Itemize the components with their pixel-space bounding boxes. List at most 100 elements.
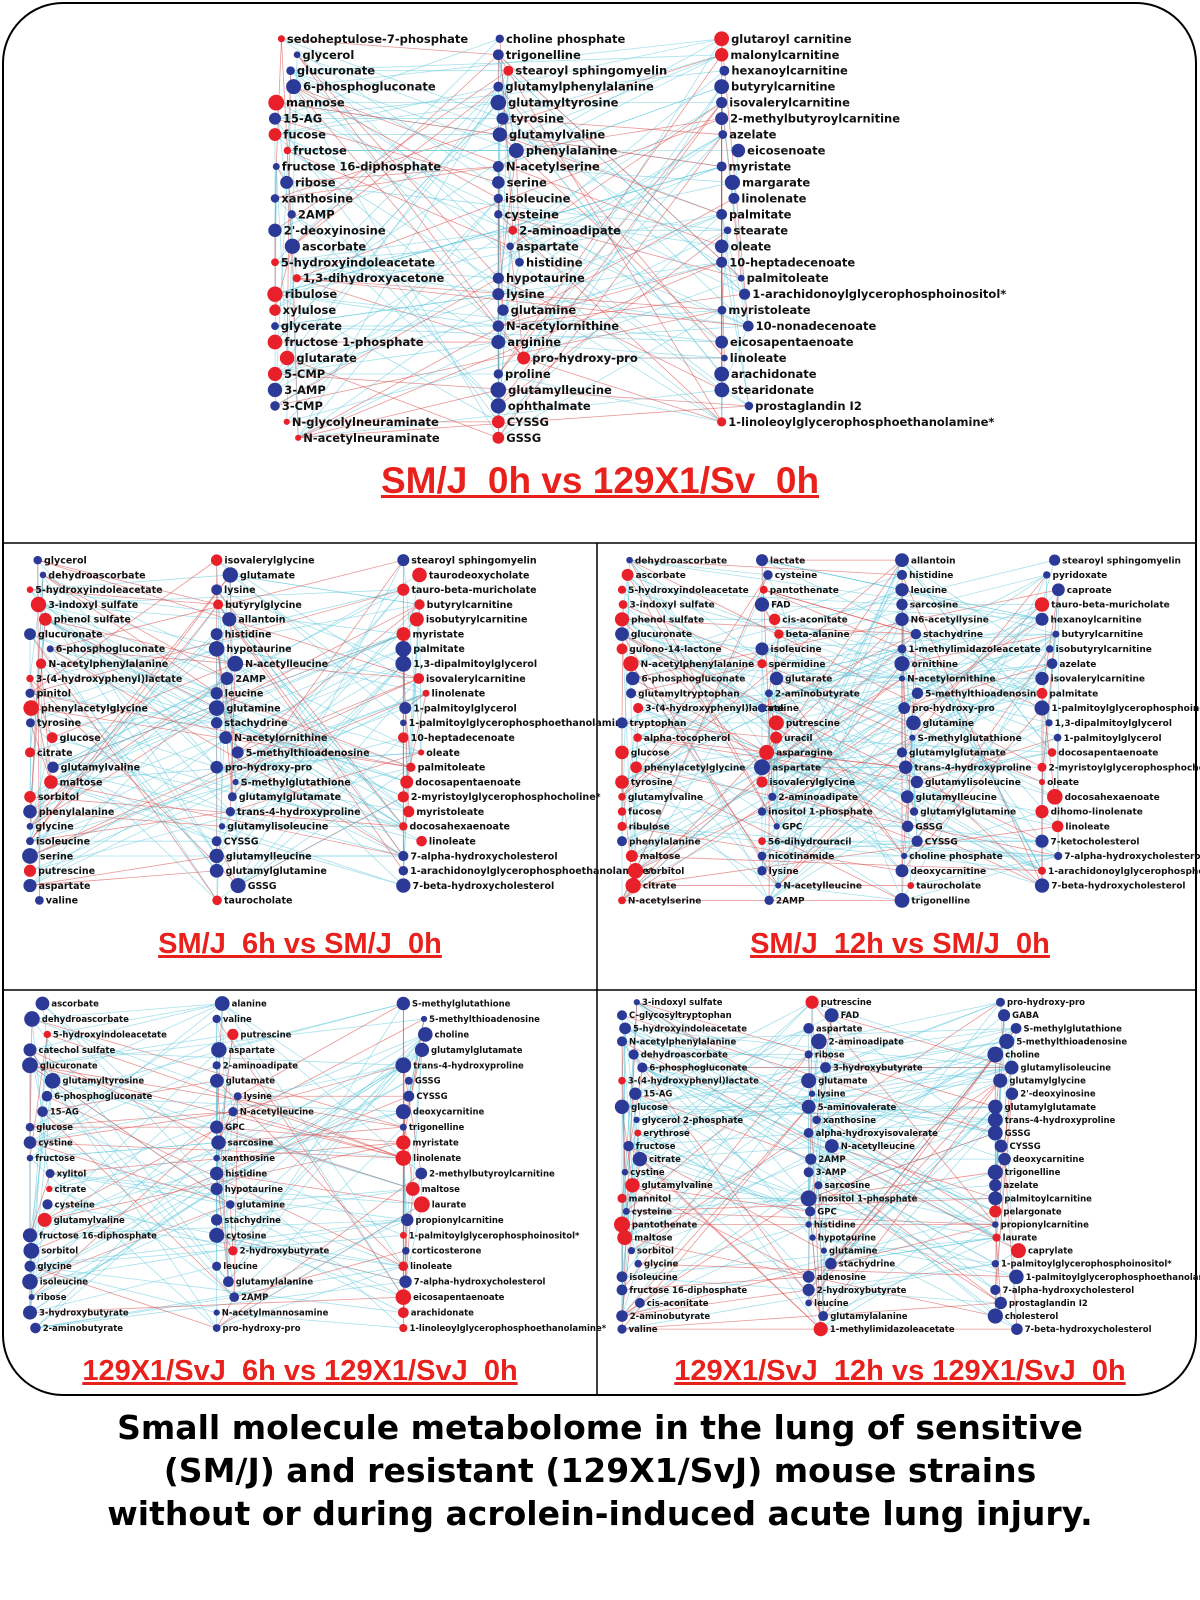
metabolite-node	[210, 628, 223, 641]
metabolite-node	[759, 585, 768, 594]
metabolite-label: N-acetylleucine	[841, 1142, 915, 1152]
metabolite-label: glutamylglutamine	[226, 866, 327, 877]
metabolite-node	[757, 851, 767, 861]
edge	[216, 1188, 422, 1205]
edge	[232, 1111, 404, 1159]
metabolite-label: deoxycarnitine	[1013, 1155, 1085, 1165]
metabolite-label: corticosterone	[412, 1247, 482, 1257]
edge	[621, 1093, 813, 1199]
edge	[216, 707, 404, 827]
metabolite-node	[993, 1073, 1008, 1088]
metabolite-label: 7-beta-hydroxycholesterol	[1025, 1325, 1152, 1335]
metabolite-label: fructose 1-phosphate	[284, 335, 423, 349]
metabolite-node	[617, 821, 627, 831]
metabolite-node	[24, 1011, 40, 1027]
edge	[632, 678, 767, 753]
metabolite-node	[209, 848, 224, 864]
metabolite-node	[717, 305, 727, 315]
edge	[901, 648, 1043, 842]
metabolite-label: GSSG	[506, 431, 541, 445]
edge	[903, 678, 1043, 857]
metabolite-node	[990, 1284, 1001, 1295]
metabolite-label: glucuronate	[631, 630, 692, 640]
metabolite-node	[737, 274, 745, 282]
edge-layer	[29, 559, 427, 901]
edge	[776, 648, 903, 679]
metabolite-node	[1036, 687, 1048, 699]
metabolite-label: trigonelline	[1005, 1168, 1061, 1178]
metabolite-node	[209, 1227, 225, 1243]
metabolite-node	[804, 1050, 813, 1059]
edge	[281, 38, 503, 119]
edge	[216, 1157, 404, 1236]
metabolite-label: trans-4-hydroxyproline	[237, 807, 361, 818]
edge	[218, 1126, 404, 1143]
metabolite-label: putrescine	[786, 719, 840, 729]
metabolite-node	[623, 655, 639, 672]
edge	[235, 781, 409, 812]
edge	[274, 277, 499, 407]
metabolite-node	[715, 335, 729, 349]
metabolite-label: stearoyl sphingomyelin	[411, 555, 537, 566]
metabolite-label: myristate	[413, 629, 465, 640]
metabolite-node	[716, 97, 728, 109]
metabolite-node	[987, 1112, 1003, 1128]
edge	[642, 1067, 996, 1134]
metabolite-node	[211, 1042, 227, 1058]
metabolite-node	[988, 1099, 1003, 1115]
metabolite-node	[26, 586, 34, 594]
edge	[632, 1184, 811, 1212]
metabolite-node	[894, 656, 910, 672]
metabolite-label: cis-aconitate	[647, 1299, 709, 1309]
metabolite-node	[396, 1135, 411, 1150]
metabolite-node	[900, 790, 914, 804]
metabolite-node	[757, 703, 767, 713]
metabolite-label: tryptophan	[630, 719, 687, 729]
edge	[216, 707, 407, 783]
metabolite-label: 3-(4-hydroxyphenyl)lactate	[36, 674, 183, 685]
metabolite-label: ascorbate	[636, 571, 686, 581]
metabolite-node	[825, 1257, 837, 1270]
metabolite-label: 1-palmitoylglycerophosphoinositol*	[1001, 1260, 1172, 1270]
edge	[216, 1234, 406, 1283]
edge	[778, 766, 906, 886]
edge	[274, 261, 499, 279]
metabolite-label: GSSG	[1005, 1129, 1031, 1139]
metabolite-node	[269, 304, 281, 316]
metabolite-label: taurocholate	[224, 896, 293, 907]
metabolite-label: dehydroascorbate	[641, 1050, 728, 1060]
metabolite-node	[404, 1076, 413, 1085]
metabolite-label: S-methylglutathione	[1023, 1024, 1122, 1034]
metabolite-label: aspartate	[39, 881, 91, 892]
metabolite-label: tauro-beta-muricholate	[411, 585, 536, 596]
metabolite-label: linolenate	[741, 191, 806, 205]
metabolite-label: spermidine	[769, 660, 826, 670]
metabolite-label: N-acetylphenylalanine	[641, 660, 755, 670]
metabolite-label: 3-(4-hydroxyphenyl)lactate	[645, 704, 784, 714]
metabolite-node	[1035, 671, 1049, 686]
metabolite-node	[493, 81, 504, 92]
metabolite-node	[492, 431, 505, 444]
metabolite-node	[492, 49, 504, 61]
metabolite-label: C-glycosyltryptophan	[629, 1011, 732, 1021]
edge	[636, 1001, 809, 1082]
metabolite-label: histidine	[909, 571, 953, 581]
metabolite-label: linoleate	[1065, 823, 1109, 833]
edge	[917, 618, 1043, 694]
edge	[296, 54, 722, 215]
edge-layer	[274, 38, 750, 439]
metabolite-node	[617, 807, 627, 816]
metabolite-node	[268, 94, 285, 111]
edge	[632, 1001, 813, 1186]
metabolite-node	[210, 1214, 223, 1226]
metabolite-node	[811, 1033, 827, 1050]
edge	[632, 1184, 809, 1278]
edge	[818, 1001, 1001, 1042]
metabolite-label: isovalerylcarnitine	[729, 96, 850, 110]
edge	[635, 633, 1057, 872]
metabolite-node	[1038, 866, 1046, 875]
metabolite-node	[491, 335, 506, 350]
edge	[274, 102, 499, 343]
metabolite-label: hexanoylcarnitine	[731, 64, 848, 78]
edge	[624, 1028, 825, 1251]
